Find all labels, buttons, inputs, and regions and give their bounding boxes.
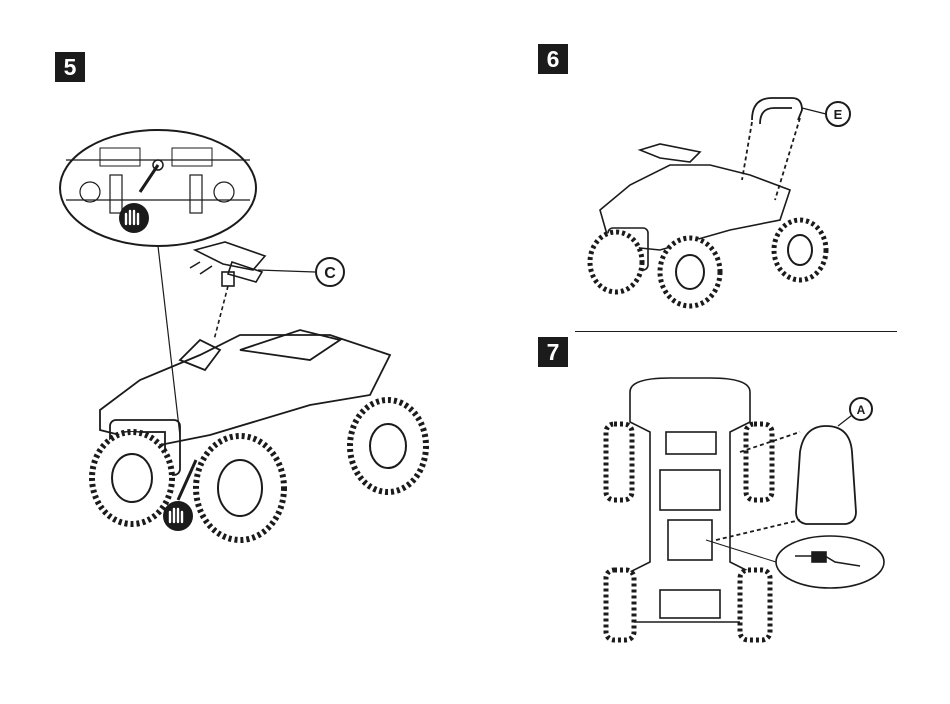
seat-part <box>716 412 856 540</box>
callout-a: A <box>850 398 872 420</box>
svg-text:A: A <box>857 403 866 417</box>
atv-top-view <box>630 378 750 622</box>
connector-detail <box>706 536 884 588</box>
atv-wheels <box>606 424 772 640</box>
